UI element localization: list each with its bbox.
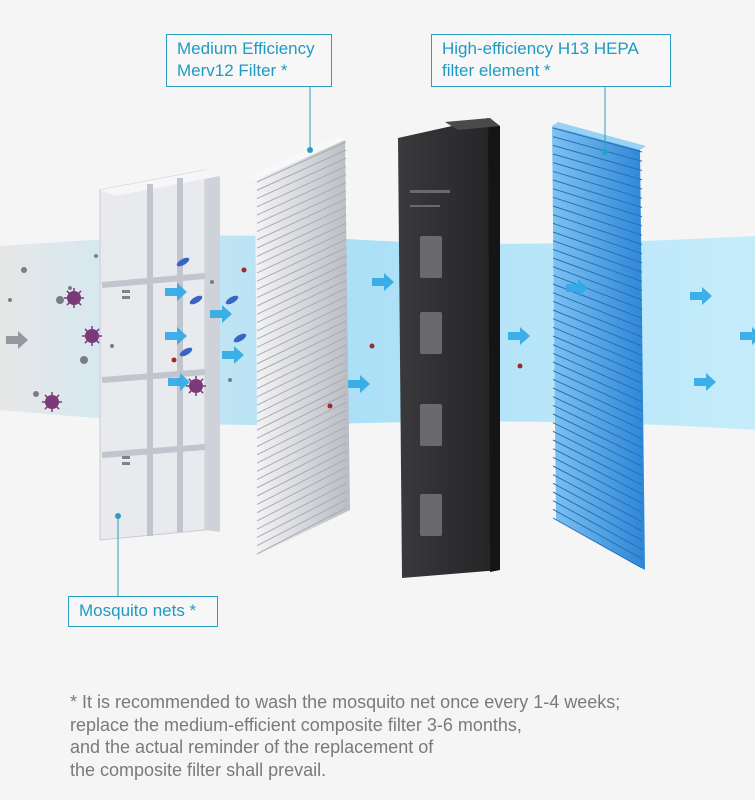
dust-particle-icon — [241, 267, 247, 273]
dust-particle-icon — [210, 280, 214, 284]
bacteria-icon — [225, 295, 239, 305]
airflow-arrow-icon — [222, 346, 244, 364]
dust-particle-icon — [94, 254, 98, 258]
airflow-arrow-icon — [210, 305, 232, 323]
airflow-arrow-icon — [372, 273, 394, 291]
airflow-arrow-icon — [508, 327, 530, 345]
airflow-arrow-icon — [168, 373, 190, 391]
callout-dot-icon — [115, 513, 121, 519]
airflow-arrow-icon — [6, 331, 28, 349]
airflow-arrow-icon — [694, 373, 716, 391]
activated-carbon-filter — [398, 118, 500, 578]
dust-particle-icon — [56, 296, 64, 304]
dust-particle-icon — [8, 298, 12, 302]
virus-icon — [42, 392, 62, 412]
virus-icon — [64, 288, 84, 308]
footnote: * It is recommended to wash the mosquito… — [70, 692, 621, 780]
airflow-arrow-icon — [165, 283, 187, 301]
virus-icon — [186, 376, 206, 396]
dust-particle-icon — [517, 363, 523, 369]
mosquito-net-frame — [99, 169, 220, 541]
callout-hepa-filter: High-efficiency H13 HEPA filter element … — [431, 34, 671, 87]
dust-particle-icon — [21, 267, 27, 273]
callout-dot-icon — [307, 147, 313, 153]
bacteria-icon — [189, 295, 203, 305]
airflow-arrow-icon — [690, 287, 712, 305]
airflow-arrow-icon — [348, 375, 370, 393]
dust-particle-icon — [171, 357, 177, 363]
pollutant-particles — [8, 254, 523, 412]
callout-dot-icon — [602, 149, 608, 155]
bacteria-icon — [176, 257, 190, 267]
callout-lines — [117, 80, 606, 596]
dust-particle-icon — [68, 286, 72, 290]
airflow-arrows — [6, 273, 755, 393]
medium-efficiency-filter — [250, 136, 350, 555]
bacteria-icon — [233, 333, 247, 343]
bacteria-icon — [179, 347, 193, 357]
virus-icon — [82, 326, 102, 346]
callout-mosquito-nets: Mosquito nets * — [68, 596, 218, 627]
airflow-arrow-icon — [566, 279, 588, 297]
airflow-arrow-icon — [740, 327, 755, 345]
airflow-arrow-icon — [165, 327, 187, 345]
dust-particle-icon — [228, 378, 232, 382]
dust-particle-icon — [327, 403, 333, 409]
dust-particle-icon — [110, 344, 114, 348]
dust-particle-icon — [33, 391, 39, 397]
callout-medium-efficiency: Medium Efficiency Merv12 Filter * — [166, 34, 332, 87]
dust-particle-icon — [80, 356, 88, 364]
hepa-filter — [552, 122, 646, 570]
dust-particle-icon — [369, 343, 375, 349]
